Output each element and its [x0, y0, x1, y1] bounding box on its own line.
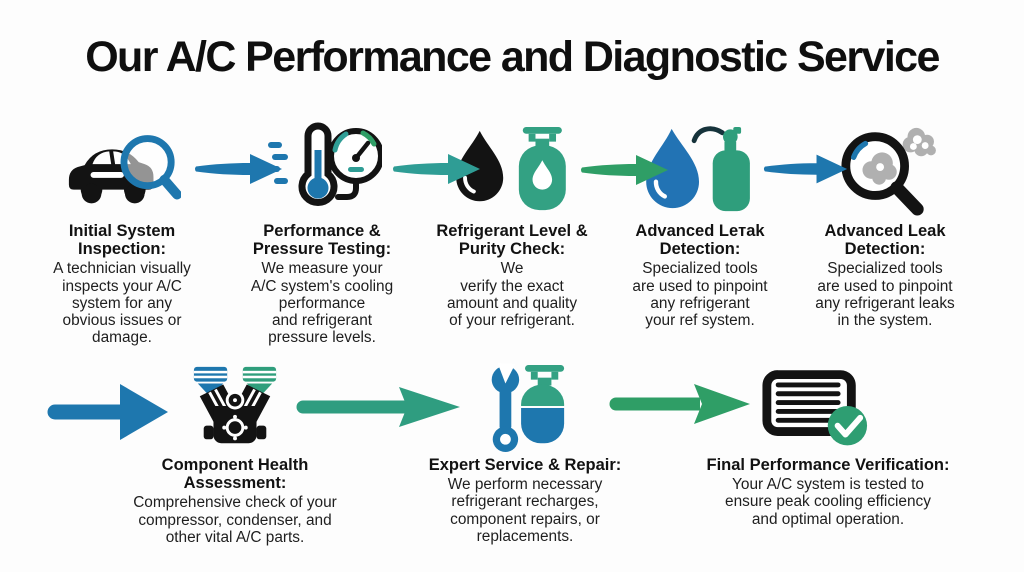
step-title: Performance & Pressure Testing: [252, 222, 392, 259]
step-title: Advanced Leтak Detection: [635, 222, 765, 259]
step-body: We perform necessary refrigerant recharg… [447, 476, 603, 545]
page-title: Our A/C Performance and Diagnostic Servi… [85, 33, 940, 81]
step-final-performance-verification: Final Performance Verification: Your A/C… [683, 362, 973, 528]
step-body: Specialized tools are used to pinpoint a… [632, 260, 768, 330]
step-body: We measure your A/C system's cooling per… [250, 260, 394, 347]
droplet-cylinder-icon [605, 122, 795, 217]
vents-check-icon [670, 362, 960, 454]
step-title: Refrigerant Level & Purity Check: [436, 222, 588, 259]
step-body: We verify the exact amount and quality o… [446, 260, 578, 330]
flow-arrow-7 [609, 384, 750, 424]
step-body: A technician visually inspects your A/C … [53, 260, 191, 347]
step-expert-service-repair: Expert Service & Repair: We perform nece… [383, 362, 667, 545]
step-title: Final Performance Verification: [706, 456, 950, 474]
step-advanced-leak-detection-1: Advanced Leтak Detection: Specialized to… [605, 122, 795, 329]
car-magnifier-icon [27, 122, 217, 217]
flow-arrow-1 [195, 154, 282, 184]
engine-icon [85, 362, 385, 454]
flow-arrow-5 [47, 384, 168, 440]
step-title: Initial System Inspection: [68, 222, 176, 259]
droplet-tank-icon [417, 122, 607, 217]
magnifier-smoke-icon [790, 122, 980, 217]
flow-arrow-4 [763, 154, 848, 184]
step-title: Advanced Leak Detection: [824, 222, 946, 259]
step-title: Expert Service & Repair: [428, 456, 622, 474]
flow-arrow-3 [581, 155, 668, 185]
step-performance-pressure-testing: Performance & Pressure Testing: We measu… [227, 122, 417, 347]
thermometer-gauge-icon [227, 122, 417, 217]
step-body: Specialized tools are used to pinpoint a… [815, 260, 955, 330]
flow-arrow-2 [393, 154, 480, 184]
step-advanced-leak-detection-2: Advanced Leak Detection: Specialized too… [790, 122, 980, 329]
wrench-tank-icon [383, 362, 667, 454]
smoke-cloud [902, 127, 936, 156]
step-component-health-assessment: Component Health Assessment: Comprehensi… [85, 362, 385, 546]
flow-arrow-6 [296, 387, 460, 427]
step-body: Your A/C system is tested to ensure peak… [725, 476, 931, 528]
step-refrigerant-level-purity-check: Refrigerant Level & Purity Check: We ver… [417, 122, 607, 329]
step-initial-system-inspection: Initial System Inspection: A technician … [27, 122, 217, 347]
step-body: Comprehensive check of your compressor, … [133, 494, 337, 546]
step-title: Component Health Assessment: [161, 456, 309, 493]
